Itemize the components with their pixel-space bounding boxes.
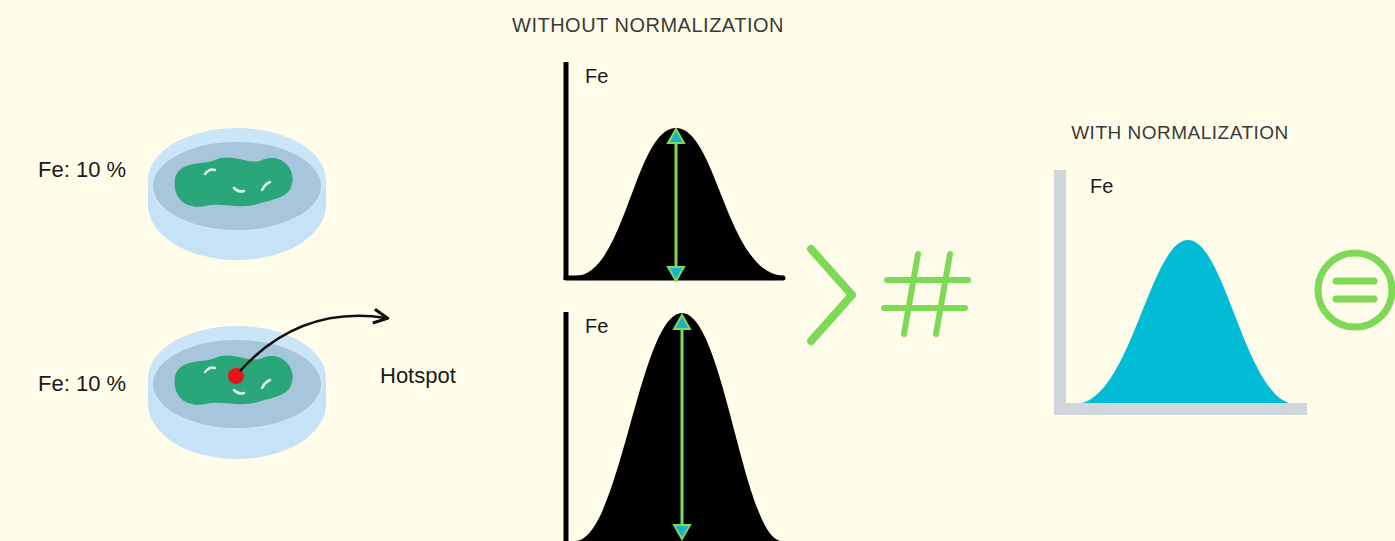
axis-label: Fe — [585, 315, 608, 338]
bell-chart — [566, 312, 782, 541]
not-equal-symbol — [884, 254, 968, 334]
petri-dish — [148, 316, 386, 459]
section-heading: WITH NORMALIZATION — [1071, 122, 1289, 144]
equals-symbol — [1318, 253, 1392, 327]
leader-arrow — [240, 316, 386, 371]
normalized-chart — [1054, 170, 1307, 415]
section-heading: WITHOUT NORMALIZATION — [512, 14, 784, 37]
axis-label: Fe — [585, 65, 608, 88]
bell-chart — [566, 62, 785, 281]
concentration-label: Fe: 10 % — [38, 157, 126, 182]
callout-label: Hotspot — [380, 363, 456, 388]
axis-label: Fe — [1090, 175, 1113, 198]
greater-than-symbol — [811, 249, 852, 341]
concentration-label: Fe: 10 % — [38, 371, 126, 396]
petri-dish — [148, 128, 326, 260]
